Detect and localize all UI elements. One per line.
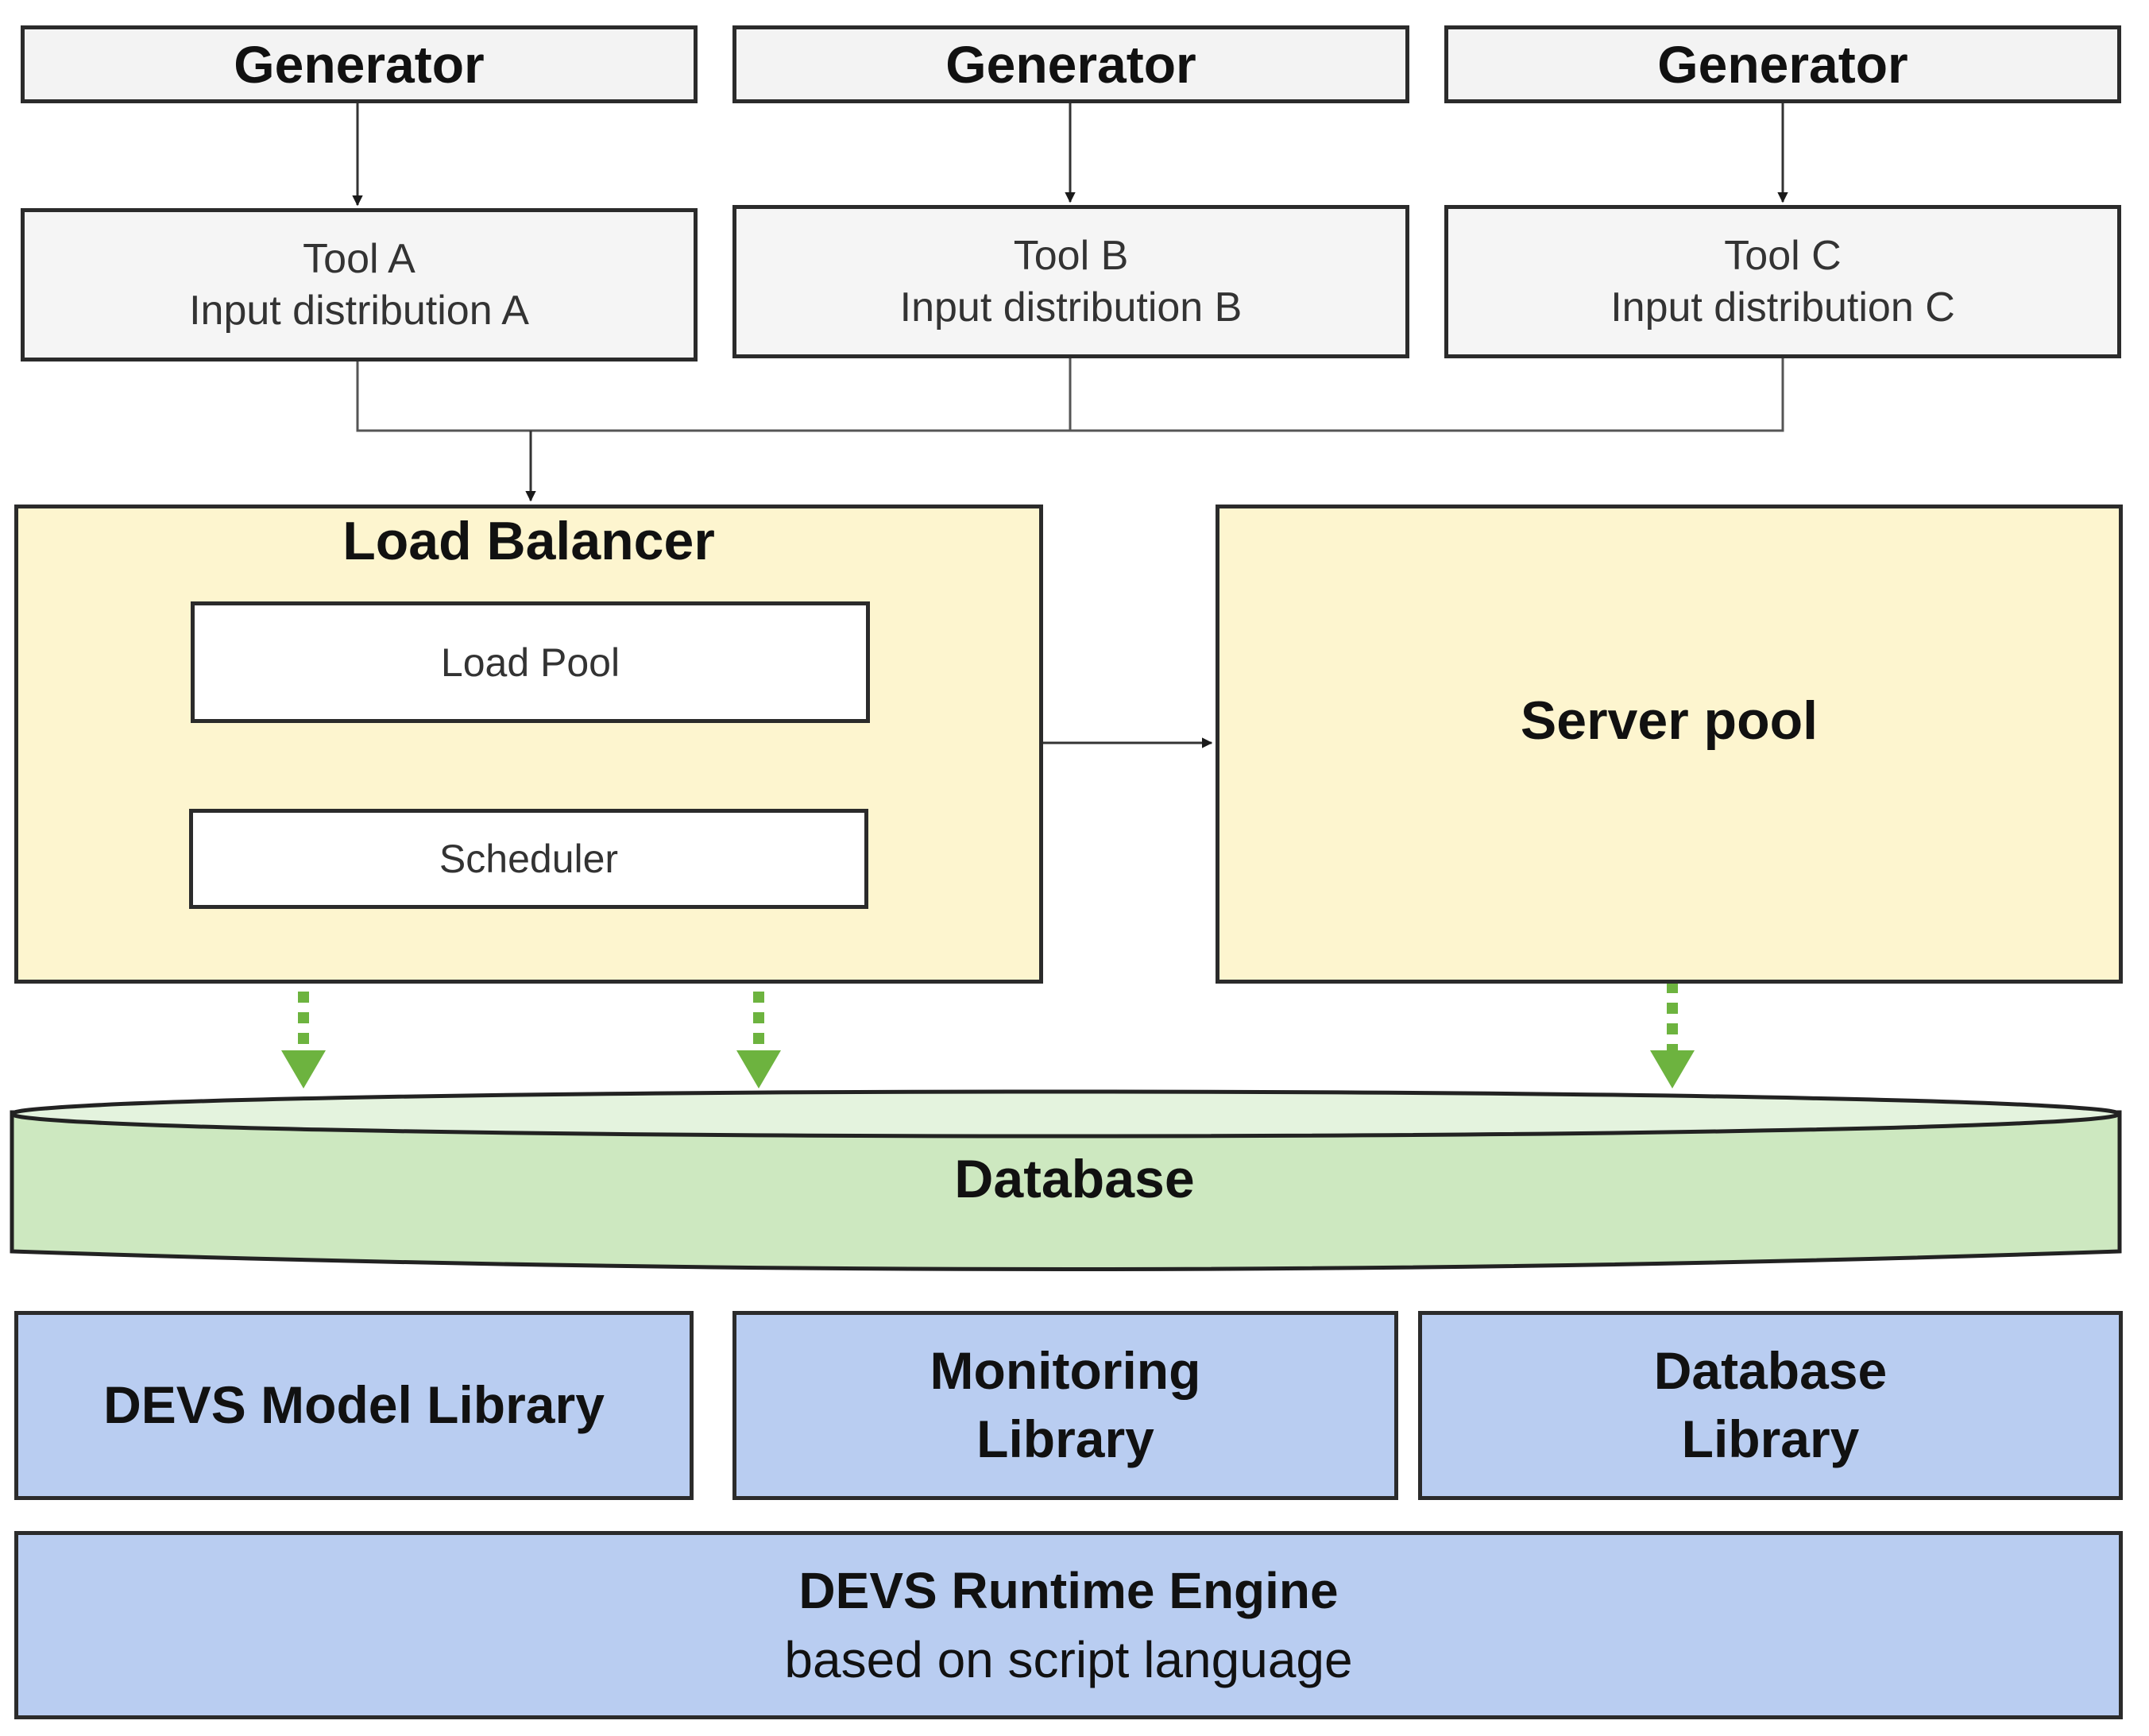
database-library: Database Library xyxy=(1418,1311,2123,1500)
database-library-line2: Library xyxy=(1681,1409,1860,1468)
runtime-engine-title: DEVS Runtime Engine xyxy=(798,1562,1339,1620)
dotted-arrowhead-load-pool xyxy=(736,1050,781,1088)
load-balancer: Load Balancer xyxy=(14,505,1043,984)
tool-b-name: Tool B xyxy=(1013,232,1129,279)
devs-model-library-label: DEVS Model Library xyxy=(103,1375,605,1435)
database-cylinder xyxy=(10,1089,2122,1271)
database-label: Database xyxy=(954,1149,1195,1209)
database-body xyxy=(10,1110,2122,1271)
tool-a-distribution: Input distribution A xyxy=(189,287,529,334)
database-library-line1: Database xyxy=(1653,1341,1888,1401)
scheduler-box: Scheduler xyxy=(189,809,868,909)
generator-a-label: Generator xyxy=(234,35,485,94)
generator-c-label: Generator xyxy=(1657,35,1908,94)
load-balancer-title: Load Balancer xyxy=(342,511,715,571)
dotted-arrowhead-scheduler xyxy=(281,1050,326,1088)
generator-b-label: Generator xyxy=(945,35,1196,94)
generator-a: Generator xyxy=(21,25,698,103)
runtime-engine-subtitle: based on script language xyxy=(784,1630,1353,1688)
generator-b: Generator xyxy=(732,25,1409,103)
server-pool-label: Server pool xyxy=(1520,690,1819,751)
tool-a-box: Tool A Input distribution A xyxy=(21,208,698,362)
dotted-arrowhead-server-pool xyxy=(1650,1050,1695,1088)
monitoring-library: Monitoring Library xyxy=(732,1311,1398,1500)
tool-b-box: Tool B Input distribution B xyxy=(732,205,1409,358)
monitoring-library-line2: Library xyxy=(976,1409,1154,1468)
tool-b-distribution: Input distribution B xyxy=(899,284,1243,331)
load-pool-label: Load Pool xyxy=(440,640,620,685)
tool-c-box: Tool C Input distribution C xyxy=(1444,205,2121,358)
database-top xyxy=(10,1089,2121,1139)
server-pool: Server pool xyxy=(1216,505,2123,984)
devs-runtime-engine: DEVS Runtime Engine based on script lang… xyxy=(14,1531,2123,1719)
monitoring-library-line1: Monitoring xyxy=(930,1341,1201,1401)
tool-a-name: Tool A xyxy=(303,235,415,282)
load-pool-box: Load Pool xyxy=(191,601,870,723)
generator-c: Generator xyxy=(1444,25,2121,103)
devs-model-library: DEVS Model Library xyxy=(14,1311,694,1500)
scheduler-label: Scheduler xyxy=(439,837,619,881)
tool-c-name: Tool C xyxy=(1724,232,1842,279)
tool-c-distribution: Input distribution C xyxy=(1610,284,1955,331)
